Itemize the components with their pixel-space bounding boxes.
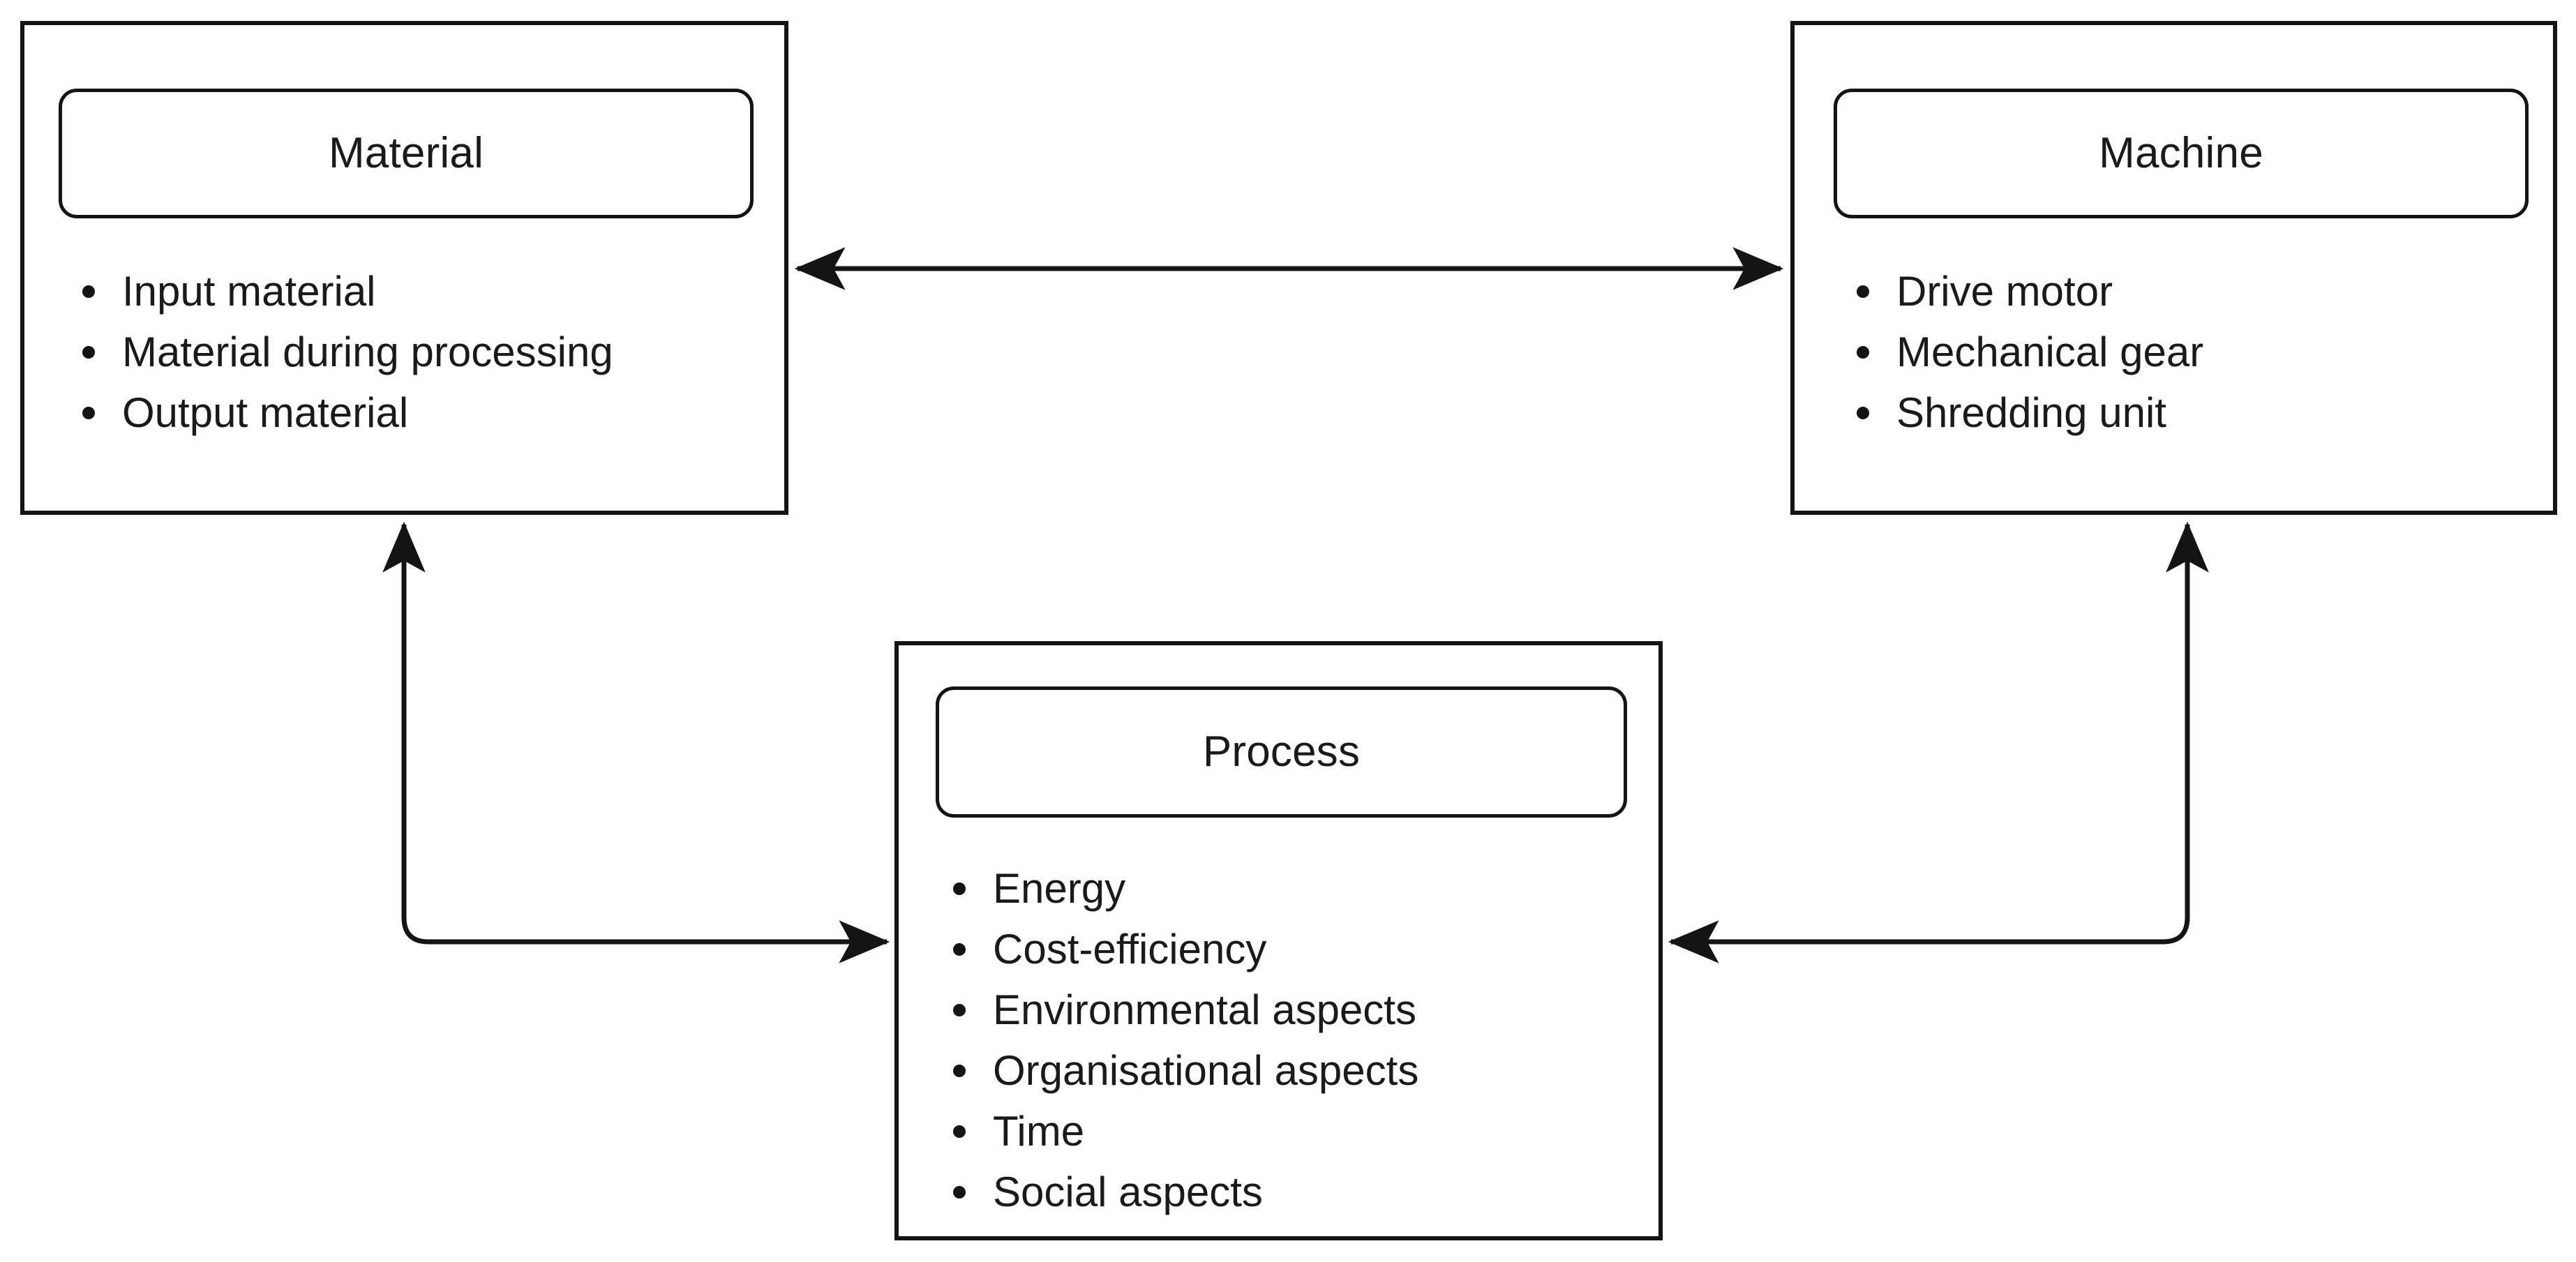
node-process-title-plate: Process (936, 686, 1627, 818)
list-item-label: Shredding unit (1896, 389, 2166, 436)
list-item: Environmental aspects (937, 979, 1418, 1040)
list-item-label: Cost-efficiency (993, 926, 1267, 972)
bullet-dot-icon (82, 345, 95, 359)
node-material[interactable]: Material Input material Material during … (20, 21, 788, 515)
list-item: Output material (66, 382, 613, 443)
list-item-label: Time (993, 1108, 1085, 1155)
node-process[interactable]: Process Energy Cost-efficiency Environme… (894, 641, 1663, 1240)
list-item: Energy (937, 858, 1418, 919)
list-item: Time (937, 1101, 1418, 1162)
list-item: Mechanical gear (1841, 322, 2203, 382)
bullet-dot-icon (953, 882, 966, 895)
list-item-label: Organisational aspects (993, 1047, 1419, 1094)
list-item: Material during processing (66, 322, 613, 382)
list-item: Social aspects (937, 1162, 1418, 1222)
list-item-label: Output material (122, 389, 409, 436)
node-machine-title-plate: Machine (1834, 89, 2529, 218)
bullet-dot-icon (82, 285, 95, 298)
bullet-dot-icon (82, 406, 95, 419)
node-process-title: Process (1202, 728, 1361, 776)
node-material-title-plate: Material (59, 89, 754, 218)
list-item-label: Material during processing (122, 329, 613, 375)
bullet-dot-icon (1857, 406, 1869, 419)
connector-machine-process (1668, 521, 2209, 963)
bullet-dot-icon (953, 1003, 966, 1016)
bullet-dot-icon (953, 1064, 966, 1077)
list-item: Cost-efficiency (937, 919, 1418, 979)
list-item-label: Energy (993, 865, 1126, 912)
connector-process-material (382, 521, 890, 963)
bullet-dot-icon (953, 1185, 966, 1199)
list-item-label: Mechanical gear (1896, 329, 2204, 375)
node-material-list: Input material Material during processin… (66, 261, 613, 443)
node-machine-list: Drive motor Mechanical gear Shredding un… (1841, 261, 2203, 443)
list-item-label: Drive motor (1896, 268, 2113, 315)
list-item: Organisational aspects (937, 1040, 1418, 1101)
bullet-dot-icon (953, 1125, 966, 1138)
list-item-label: Input material (122, 268, 376, 315)
list-item: Drive motor (1841, 261, 2203, 322)
list-item-label: Environmental aspects (993, 986, 1416, 1033)
bullet-dot-icon (953, 942, 966, 956)
node-machine[interactable]: Machine Drive motor Mechanical gear Shre… (1790, 21, 2557, 515)
list-item: Shredding unit (1841, 382, 2203, 443)
list-item-label: Social aspects (993, 1169, 1263, 1215)
node-process-list: Energy Cost-efficiency Environmental asp… (937, 858, 1418, 1222)
list-item: Input material (66, 261, 613, 322)
node-machine-title: Machine (2099, 129, 2263, 177)
bullet-dot-icon (1857, 345, 1869, 359)
node-material-title: Material (328, 129, 484, 177)
bullet-dot-icon (1857, 285, 1869, 298)
